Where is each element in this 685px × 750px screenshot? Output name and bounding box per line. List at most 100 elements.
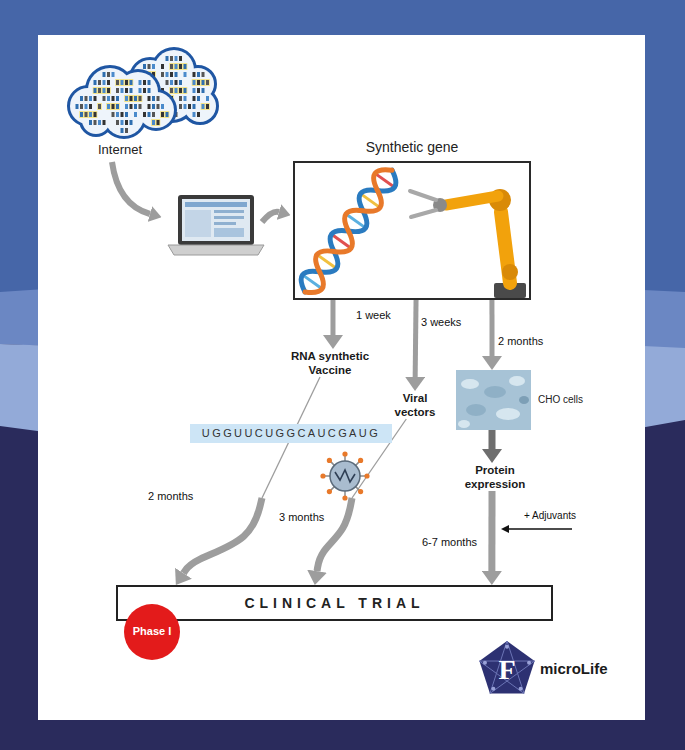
dna-letter-glyphs (125, 112, 128, 117)
dna-letter-glyphs (121, 112, 124, 117)
logo-letter: F (478, 653, 536, 687)
dna-letter-glyphs (139, 80, 142, 85)
flow-arrow (183, 377, 320, 573)
arrow-line (413, 300, 419, 377)
dna-letter-glyphs (206, 96, 209, 101)
dna-letter-glyphs (76, 72, 170, 133)
dna-letter-glyphs (125, 80, 128, 85)
flow-arrow (112, 162, 150, 214)
cho-cell-micrograph (461, 379, 479, 389)
dna-letter-glyphs (157, 104, 160, 109)
dna-letter-glyphs (188, 104, 191, 109)
dna-letter-glyphs (179, 88, 182, 93)
dna-letter-glyphs (184, 88, 187, 93)
virus-particle (342, 451, 347, 456)
dna-letter-glyphs (107, 72, 110, 77)
dna-letter-glyphs (80, 104, 83, 109)
dna-letter-glyphs (107, 104, 110, 109)
clinical-trial-bar: CLINICAL TRIAL (116, 585, 553, 621)
dna-letter-glyphs (206, 104, 209, 109)
dna-letter-glyphs (175, 80, 178, 85)
dna-letter-glyphs (179, 96, 182, 101)
robot-arm (410, 189, 526, 298)
microlife-logo: FmicroLife (478, 640, 536, 698)
dna-letter-glyphs (161, 72, 164, 77)
duration-label: 1 week (356, 309, 391, 322)
flow-arrow (112, 162, 279, 222)
dna-helix (317, 255, 337, 269)
dna-letter-glyphs (175, 64, 178, 69)
virus-particle (330, 461, 360, 491)
box-heading: Synthetic gene (293, 139, 531, 156)
dna-letter-glyphs (103, 96, 106, 101)
laptop-icon (168, 245, 264, 255)
flow-arrow (415, 300, 417, 377)
logo-dot (491, 687, 495, 691)
virus-particle (342, 495, 347, 500)
dna-letter-glyphs (175, 72, 178, 77)
dna-letter-glyphs (148, 104, 151, 109)
dna-letter-glyphs (196, 79, 201, 86)
dna-letter-glyphs (103, 72, 106, 77)
cloud-shape (104, 96, 144, 136)
dna-letter-glyphs (148, 112, 151, 117)
cloud-shape (88, 68, 132, 112)
edge-group (183, 300, 492, 573)
cloud-shape (104, 96, 144, 136)
dna-letter-glyphs (130, 120, 133, 125)
virus-particle (327, 458, 332, 463)
dna-letter-glyphs (112, 104, 115, 109)
node-label: RNA synthetic Vaccine (280, 349, 380, 377)
dna-letter-glyphs (179, 56, 182, 61)
dna-letter-glyphs (197, 80, 200, 85)
dna-letter-glyphs (197, 88, 200, 93)
process-label: Protein expression (450, 463, 540, 491)
dna-letter-glyphs (116, 120, 119, 125)
node-label: Viral vectors (386, 391, 444, 419)
dna-letter-glyphs (170, 64, 173, 69)
dna-letter-glyphs (106, 87, 111, 94)
cho-cell-micrograph (458, 420, 470, 428)
dna-letter-glyphs (174, 87, 179, 94)
dna-letter-glyphs (175, 56, 178, 61)
virus-particle (344, 454, 346, 476)
dna-letter-glyphs (166, 112, 169, 117)
dna-letter-glyphs (193, 72, 196, 77)
dna-letter-glyphs (179, 104, 182, 109)
dna-letter-glyphs (197, 72, 200, 77)
dna-letter-glyphs (152, 104, 155, 109)
vaccine-type-label: Viral vectors (386, 391, 444, 419)
dna-letter-glyphs (139, 96, 142, 101)
dna-letter-glyphs (205, 79, 210, 86)
dna-letter-glyphs (134, 96, 137, 101)
dna-letter-glyphs (116, 104, 119, 109)
cloud-shape (82, 106, 110, 134)
cloud-shape (88, 68, 132, 112)
dna-letter-glyphs (157, 104, 160, 109)
dna-letter-glyphs (193, 112, 196, 117)
cho-cells-image: CHO cells (456, 370, 531, 430)
cho-cell-micrograph (519, 396, 529, 404)
laptop-icon (214, 222, 236, 225)
dna-letter-glyphs (85, 104, 88, 109)
flow-arrow (492, 430, 493, 449)
virus-particle (358, 489, 363, 494)
dna-letter-glyphs (76, 104, 79, 109)
dna-letter-glyphs (107, 80, 110, 85)
dna-helix (346, 214, 366, 228)
dna-letter-glyphs (93, 87, 98, 94)
dna-letter-glyphs (125, 88, 128, 93)
dna-letter-glyphs (120, 79, 125, 86)
logo-dot (527, 661, 531, 665)
dna-letter-glyphs (174, 63, 179, 70)
dna-letter-glyphs (94, 88, 97, 93)
dna-letter-glyphs (148, 80, 151, 85)
cho-cell-micrograph (456, 370, 531, 430)
dna-letter-glyphs (94, 120, 97, 125)
dna-letter-glyphs (125, 96, 128, 101)
dna-letter-glyphs (125, 104, 128, 109)
dna-letter-glyphs (116, 112, 119, 117)
duration-label: 2 months (498, 335, 543, 348)
dna-letter-glyphs (183, 87, 188, 94)
